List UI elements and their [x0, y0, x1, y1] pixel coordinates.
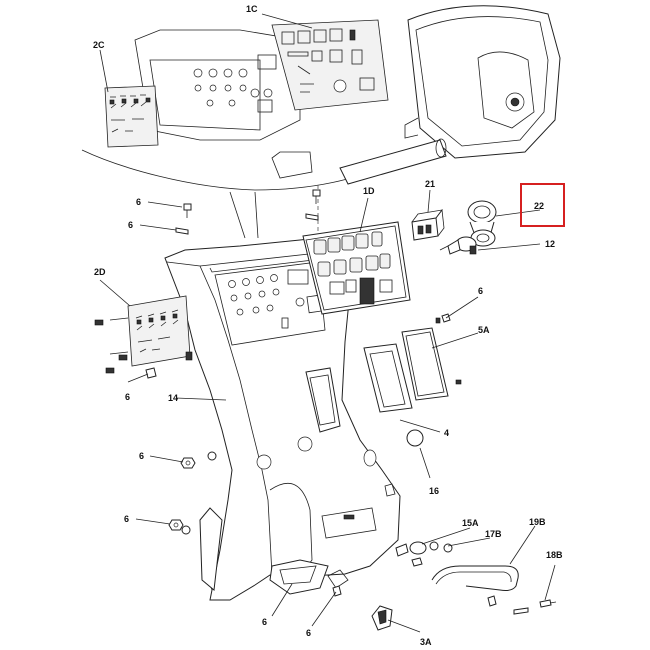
bolt-6-c: [312, 189, 321, 204]
part-15A: [395, 541, 439, 557]
operator-seat: [339, 5, 561, 185]
part-12: [439, 236, 477, 255]
bolt-6-b: [175, 227, 189, 235]
part-21: [411, 208, 445, 241]
screw-2D-c: [105, 367, 115, 374]
module-1D: [302, 221, 411, 315]
callout-6-g: 6: [262, 617, 267, 627]
callout-6-d: 6: [478, 286, 483, 296]
leader-lines: [99, 13, 556, 633]
washer-6-j: [181, 525, 191, 535]
part-18B: [539, 599, 557, 608]
inset-switch-holes: [193, 68, 273, 107]
callout-6-e: 6: [139, 451, 144, 461]
callout-22: 22: [534, 201, 544, 211]
screw-2D-b: [118, 354, 128, 361]
washer-6-h: [207, 451, 217, 461]
part-22: [467, 200, 497, 247]
callout-14: 14: [168, 393, 178, 403]
inset-detail: [81, 5, 561, 191]
part-19B: [411, 557, 529, 615]
callout-19B: 19B: [529, 517, 546, 527]
screw-2D-a: [94, 319, 104, 326]
callout-6-c: 6: [125, 392, 130, 402]
part-4: [363, 343, 413, 413]
callout-labels: 1C 2C 1D 21 22 12 6 6 2D 6 5A 6 14 4 6 1…: [93, 4, 563, 647]
bolt-6-d: [305, 213, 319, 221]
callout-5A: 5A: [478, 325, 490, 335]
callout-17B: 17B: [485, 529, 502, 539]
callout-2D: 2D: [94, 267, 106, 277]
callout-6-h: 6: [306, 628, 311, 638]
console-14: [164, 235, 401, 601]
fasteners: [94, 189, 451, 597]
callout-6-a: 6: [136, 197, 141, 207]
grommet-16: [406, 429, 424, 447]
decal-1C: [271, 19, 389, 111]
callout-6-f: 6: [124, 514, 129, 524]
console-switch-holes: [228, 274, 305, 316]
decal-2C: [104, 85, 159, 148]
callout-18B: 18B: [546, 550, 563, 560]
nut-6-g: [180, 457, 196, 469]
callout-15A: 15A: [462, 518, 479, 528]
callout-4: 4: [444, 428, 449, 438]
callout-3A: 3A: [420, 637, 432, 647]
callout-6-b: 6: [128, 220, 133, 230]
module-1D-buttons: [313, 231, 393, 305]
callout-12: 12: [545, 239, 555, 249]
callout-1D: 1D: [363, 186, 375, 196]
part-3A: [371, 605, 393, 631]
callout-21: 21: [425, 179, 435, 189]
callout-2C: 2C: [93, 40, 105, 50]
decal-2D: [109, 295, 193, 367]
part-5A: [401, 317, 462, 401]
bolt-6-a: [183, 203, 192, 218]
callout-16: 16: [429, 486, 439, 496]
highlight-box-22: [520, 183, 565, 227]
bolt-6-e: [145, 367, 157, 379]
callout-1C: 1C: [246, 4, 258, 14]
nut-6-i: [168, 519, 184, 531]
